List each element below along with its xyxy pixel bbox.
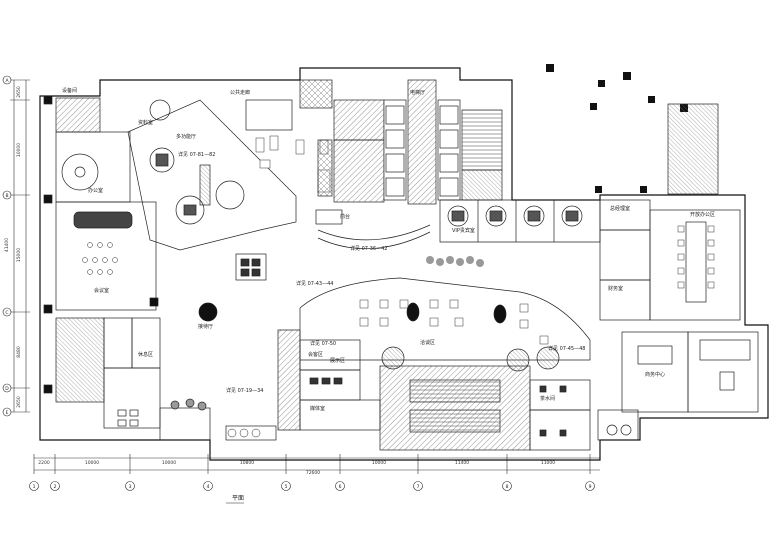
- building-shell: [39, 67, 769, 461]
- dim-bottom-2: 10000: [85, 460, 99, 466]
- dim-left-total: 41400: [4, 238, 10, 252]
- axis-bottom-7: 7: [417, 484, 420, 490]
- axis-bottom-9: 9: [589, 484, 592, 490]
- label-finance-room: 财务室: [608, 285, 623, 292]
- central-lounge: [299, 277, 591, 372]
- dim-bottom-1: 2200: [38, 460, 50, 466]
- label-public-corridor: 公共走廊: [230, 89, 250, 96]
- dim-left-2: 10000: [16, 143, 22, 157]
- note-detail-2: 详见 07-36—42: [350, 245, 387, 252]
- top-markers: [546, 64, 688, 193]
- dim-bottom-3: 10000: [162, 460, 176, 466]
- dim-left-3: 15000: [16, 248, 22, 262]
- label-business-center: 商务中心: [645, 371, 665, 378]
- label-meeting-room: 会议室: [94, 287, 109, 294]
- label-front-desk: 前台: [340, 213, 350, 220]
- dim-left-5: 8480: [16, 346, 22, 358]
- note-detail-4: 详见 07-45—48: [548, 345, 585, 352]
- dim-left-6: 2650: [16, 396, 22, 408]
- label-vip-room: VIP贵宾室: [452, 227, 475, 234]
- axis-left-c: C: [5, 310, 8, 316]
- left-zone: [43, 95, 211, 441]
- bottom-grid-axes: [29, 481, 595, 491]
- drawing-title: 平面: [232, 495, 244, 502]
- label-guest-area: 会客区: [308, 351, 323, 358]
- note-detail-6: 详见 07-50: [310, 340, 336, 347]
- label-tea-room: 茶水间: [540, 395, 555, 402]
- dim-bottom-4: 10800: [240, 460, 254, 466]
- label-media-room: 媒体室: [310, 405, 325, 412]
- label-equipment-room: 设备间: [62, 87, 77, 94]
- label-open-office: 开放办公区: [690, 211, 715, 218]
- axis-left-e: E: [6, 410, 9, 416]
- center-wing: [127, 99, 297, 322]
- left-grid-axis-labels: A B C D E: [5, 78, 9, 416]
- label-office: 办公室: [88, 187, 103, 194]
- dim-left-1: 2650: [16, 86, 22, 98]
- left-grid-axes: [2, 75, 12, 417]
- left-dimension-labels: 2650 10000 15000 41400 8480 2650: [4, 86, 22, 408]
- note-detail-3: 详见 07-43—44: [296, 280, 333, 287]
- left-dimension-chain: [10, 79, 30, 413]
- vip-rooms-row: [439, 199, 601, 243]
- axis-bottom-8: 8: [506, 484, 509, 490]
- bottom-dimension-chain: [33, 454, 600, 474]
- note-detail-5: 详见 07-19—34: [226, 387, 263, 394]
- detail-notes: 详见 07-81—82 详见 07-36—42 详见 07-43—44 详见 0…: [178, 151, 585, 394]
- label-gm-office: 总经理室: [610, 205, 630, 212]
- dim-bottom-7: 11400: [455, 460, 469, 466]
- dim-bottom-8: 11000: [541, 460, 555, 466]
- label-archive-room: 资料室: [138, 119, 153, 126]
- axis-bottom-4: 4: [207, 484, 210, 490]
- axis-left-a: A: [5, 78, 9, 84]
- right-wing: [597, 103, 759, 441]
- dim-bottom-6: 10000: [372, 460, 386, 466]
- lower-central: [225, 329, 591, 451]
- axis-bottom-1: 1: [33, 484, 36, 490]
- axis-left-b: B: [5, 193, 8, 199]
- axis-bottom-2: 2: [54, 484, 57, 490]
- bottom-grid-axis-labels: 1 2 3 4 5 6 7 8 9: [33, 484, 592, 490]
- axis-bottom-6: 6: [339, 484, 342, 490]
- axis-bottom-3: 3: [129, 484, 132, 490]
- label-negotiation-area: 洽谈区: [420, 339, 435, 346]
- label-multipurpose-hall: 多功能厅: [176, 133, 196, 140]
- room-labels: 设备间 资料室 办公室 公共走廊 会议室 多功能厅 休息区 总经理室 财务室 接…: [62, 87, 715, 412]
- bottom-dimension-labels: 2200 10000 10000 10800 72600 10000 11400…: [38, 460, 555, 476]
- label-reception-hall: 接待厅: [198, 323, 213, 330]
- label-exhibition-area: 展示区: [330, 358, 345, 364]
- axis-bottom-5: 5: [285, 484, 288, 490]
- note-detail-1: 详见 07-81—82: [178, 151, 215, 158]
- label-rest-area: 休息区: [138, 351, 153, 358]
- reception-arc: [315, 209, 484, 267]
- label-elevator-lobby: 电梯厅: [410, 89, 425, 96]
- axis-left-d: D: [5, 386, 9, 392]
- dim-bottom-total: 72600: [306, 470, 320, 476]
- core-block: [245, 79, 503, 205]
